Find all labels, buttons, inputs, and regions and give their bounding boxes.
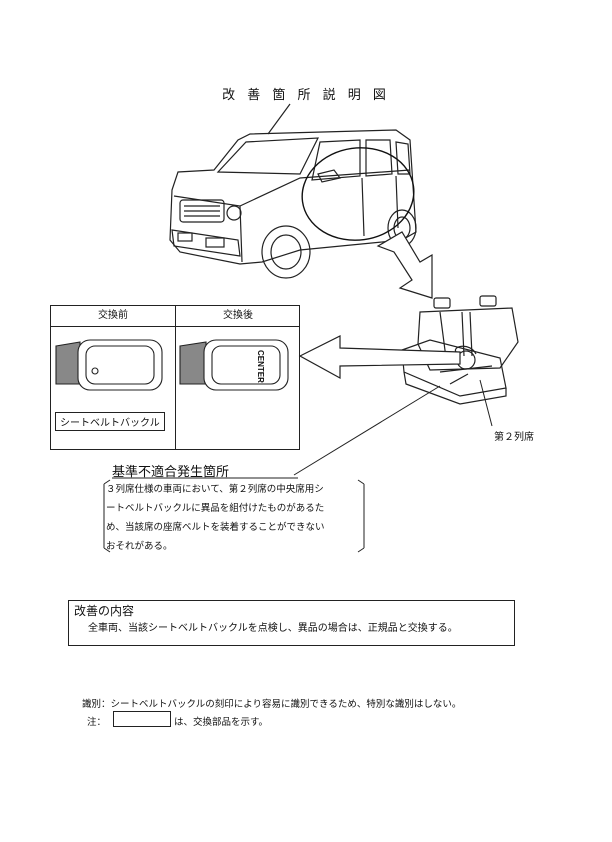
issue-line: め、当該席の座席ベルトを装着することができない [106, 522, 325, 533]
improvement-box [68, 600, 515, 646]
issue-line: ３列席仕様の車両において、第２列席の中央席用シ [106, 484, 324, 495]
seat-illustration [401, 295, 519, 405]
improvement-text: 全車両、当該シートベルトバックルを点検し、異品の場合は、正規品と交換する。 [88, 623, 458, 634]
issue-line: おそれがある。 [106, 541, 173, 552]
note-prefix: 注： [87, 717, 107, 728]
seatbelt-buckle-label: シートベルトバックル [55, 412, 165, 431]
arrow-to-seat [376, 231, 433, 299]
buckle-before [55, 339, 163, 391]
before-heading: 交換前 [51, 306, 175, 327]
buckle-after [179, 339, 289, 391]
improvement-title: 改善の内容 [74, 604, 135, 618]
replacement-part-legend-box [113, 711, 171, 727]
after-heading: 交換後 [176, 306, 300, 327]
highlight-ellipse [301, 147, 415, 241]
identification-note: 識別：シートベルトバックルの刻印により容易に識別できるため、特別な識別はしない。 [82, 699, 462, 710]
after-column: 交換後 [175, 306, 300, 449]
page-title: 改 善 箇 所 説 明 図 [222, 88, 390, 103]
issue-title: 基準不適合発生箇所 [112, 465, 230, 480]
before-column: 交換前 [51, 306, 175, 449]
second-row-label: 第２列席 [494, 432, 534, 443]
note-suffix: は、交換部品を示す。 [174, 717, 269, 728]
before-after-panel: 交換前 交換後 [50, 305, 300, 450]
car-illustration [169, 103, 417, 279]
center-stamp: CENTER [256, 350, 265, 383]
issue-description: ３列席仕様の車両において、第２列席の中央席用シ ートベルトバックルに異品を組付け… [106, 480, 364, 556]
issue-line: ートベルトバックルに異品を組付けたものがあるた [106, 503, 325, 514]
arrow-to-table [298, 335, 461, 380]
